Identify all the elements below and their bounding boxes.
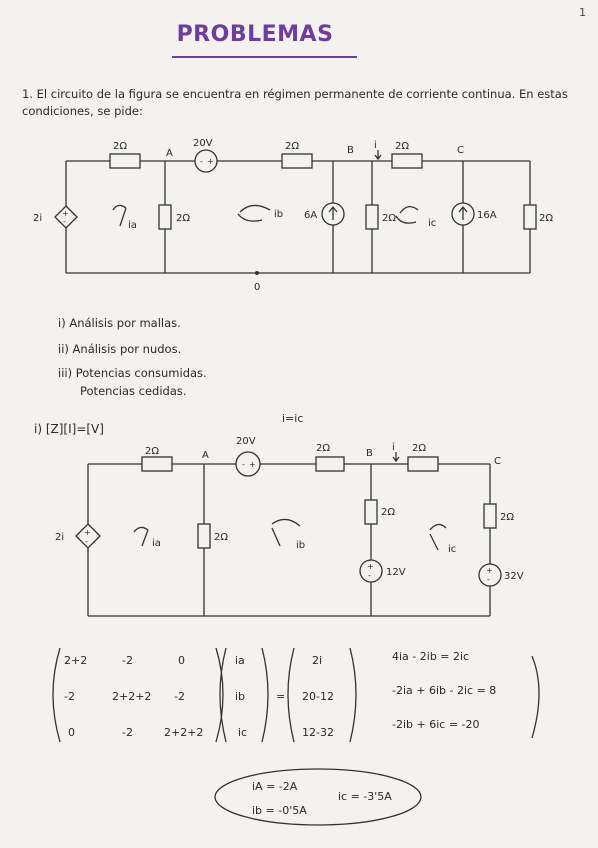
- i-vec-2: ib: [235, 690, 246, 703]
- c1-node-0: 0: [254, 282, 260, 293]
- results-ellipse: [214, 768, 422, 826]
- equation-3: -2ib + 6ic = -20: [392, 718, 480, 731]
- problem-statement: 1. El circuito de la figura se encuentra…: [22, 87, 568, 118]
- z-23: -2: [174, 690, 185, 703]
- c1-r-vert-b: 2Ω: [382, 213, 396, 224]
- c1-r-vert-a: 2Ω: [176, 213, 190, 224]
- v-vec-1: 2i: [312, 654, 323, 667]
- c2-mesh-c: ic: [448, 544, 456, 555]
- c1-node-a: A: [166, 148, 173, 159]
- c2-v-plus: +: [249, 460, 256, 469]
- c2-v-c: 32V: [504, 571, 524, 582]
- c2-dep-plus: +: [84, 528, 91, 537]
- c2-dep-minus: -: [85, 537, 88, 546]
- c1-i-source-16: 16A: [477, 210, 497, 221]
- v-vec-3: 12-32: [302, 726, 334, 739]
- c2-r-top-left: 2Ω: [145, 446, 159, 457]
- question-iii-b: Potencias cedidas.: [80, 384, 187, 398]
- c2-node-a: A: [202, 450, 209, 461]
- c2-vc-plus: +: [486, 566, 493, 575]
- c2-vb-minus: -: [368, 571, 371, 580]
- c1-i-source-6: 6A: [304, 210, 317, 221]
- c1-dep-plus: +: [62, 209, 69, 218]
- c1-r-right: 2Ω: [539, 213, 553, 224]
- c2-vb-plus: +: [367, 562, 374, 571]
- c1-mesh-b: ib: [274, 209, 283, 220]
- c1-r-top-left: 2Ω: [113, 141, 127, 152]
- c1-dep-minus: -: [63, 217, 66, 226]
- title-underline: [172, 56, 357, 58]
- c2-dep-source: 2i: [55, 532, 64, 543]
- c2-v-minus: -: [242, 460, 245, 469]
- z-11: 2+2: [64, 654, 88, 667]
- i-vec-3: ic: [238, 726, 248, 739]
- question-i: i) Análisis por mallas.: [58, 316, 181, 330]
- c2-vc-minus: -: [487, 575, 490, 584]
- circuit-diagram-2: A B C 2Ω 20V - + 2Ω i 2Ω 2i + - 2Ω 2Ω + …: [55, 436, 524, 617]
- question-iii: iii) Potencias consumidas.: [58, 366, 207, 380]
- c2-current-i: i: [392, 442, 395, 453]
- z-22: 2+2+2: [112, 690, 152, 703]
- c2-mesh-b: ib: [296, 540, 305, 551]
- page-number: 1: [579, 6, 586, 19]
- c1-mesh-c: ic: [428, 218, 436, 229]
- z-33: 2+2+2: [164, 726, 204, 739]
- z-13: 0: [178, 654, 185, 667]
- c2-r-vert-b: 2Ω: [381, 507, 395, 518]
- matrix-brackets: [52, 647, 540, 743]
- z-21: -2: [64, 690, 75, 703]
- equals-sign: =: [276, 690, 286, 703]
- result-ic: ic = -3'5A: [338, 790, 392, 803]
- c2-r-top-right: 2Ω: [412, 443, 426, 454]
- c1-r-top-mid: 2Ω: [285, 141, 299, 152]
- z-31: 0: [68, 726, 75, 739]
- c1-node-b: B: [347, 145, 354, 156]
- c1-current-i: i: [374, 140, 377, 151]
- z-32: -2: [122, 726, 133, 739]
- result-ia: iA = -2A: [252, 780, 298, 793]
- c1-v-top: 20V: [193, 138, 213, 149]
- page-title: PROBLEMAS: [176, 22, 334, 47]
- i-equals-ic: i=ic: [282, 412, 304, 425]
- v-vec-2: 20-12: [302, 690, 334, 703]
- c2-r-top-mid: 2Ω: [316, 443, 330, 454]
- c2-v-b: 12V: [386, 567, 406, 578]
- i-vec-1: ia: [235, 654, 245, 667]
- c1-node-c: C: [457, 145, 464, 156]
- c1-mesh-a: ia: [128, 220, 137, 231]
- c2-r-vert-a: 2Ω: [214, 532, 228, 543]
- c2-mesh-a: ia: [152, 538, 161, 549]
- z-12: -2: [122, 654, 133, 667]
- c1-r-top-right: 2Ω: [395, 141, 409, 152]
- circuit-diagram-1: A B C 0 2Ω 20V - + 2Ω i 2Ω 2i + - 2Ω 6A …: [33, 138, 553, 293]
- equation-1: 4ia - 2ib = 2ic: [392, 650, 470, 663]
- solution-header: i) [Z][I]=[V]: [34, 422, 104, 436]
- c1-dep-source: 2i: [33, 213, 42, 224]
- equation-2: -2ia + 6ib - 2ic = 8: [392, 684, 497, 697]
- c2-v-top: 20V: [236, 436, 256, 447]
- c2-node-c: C: [494, 456, 501, 467]
- question-ii: ii) Análisis por nudos.: [58, 342, 182, 356]
- c2-node-b: B: [366, 448, 373, 459]
- c1-v-plus: +: [207, 157, 214, 166]
- c2-r-right: 2Ω: [500, 512, 514, 523]
- c1-v-minus: -: [200, 157, 203, 166]
- result-ib: ib = -0'5A: [252, 804, 307, 817]
